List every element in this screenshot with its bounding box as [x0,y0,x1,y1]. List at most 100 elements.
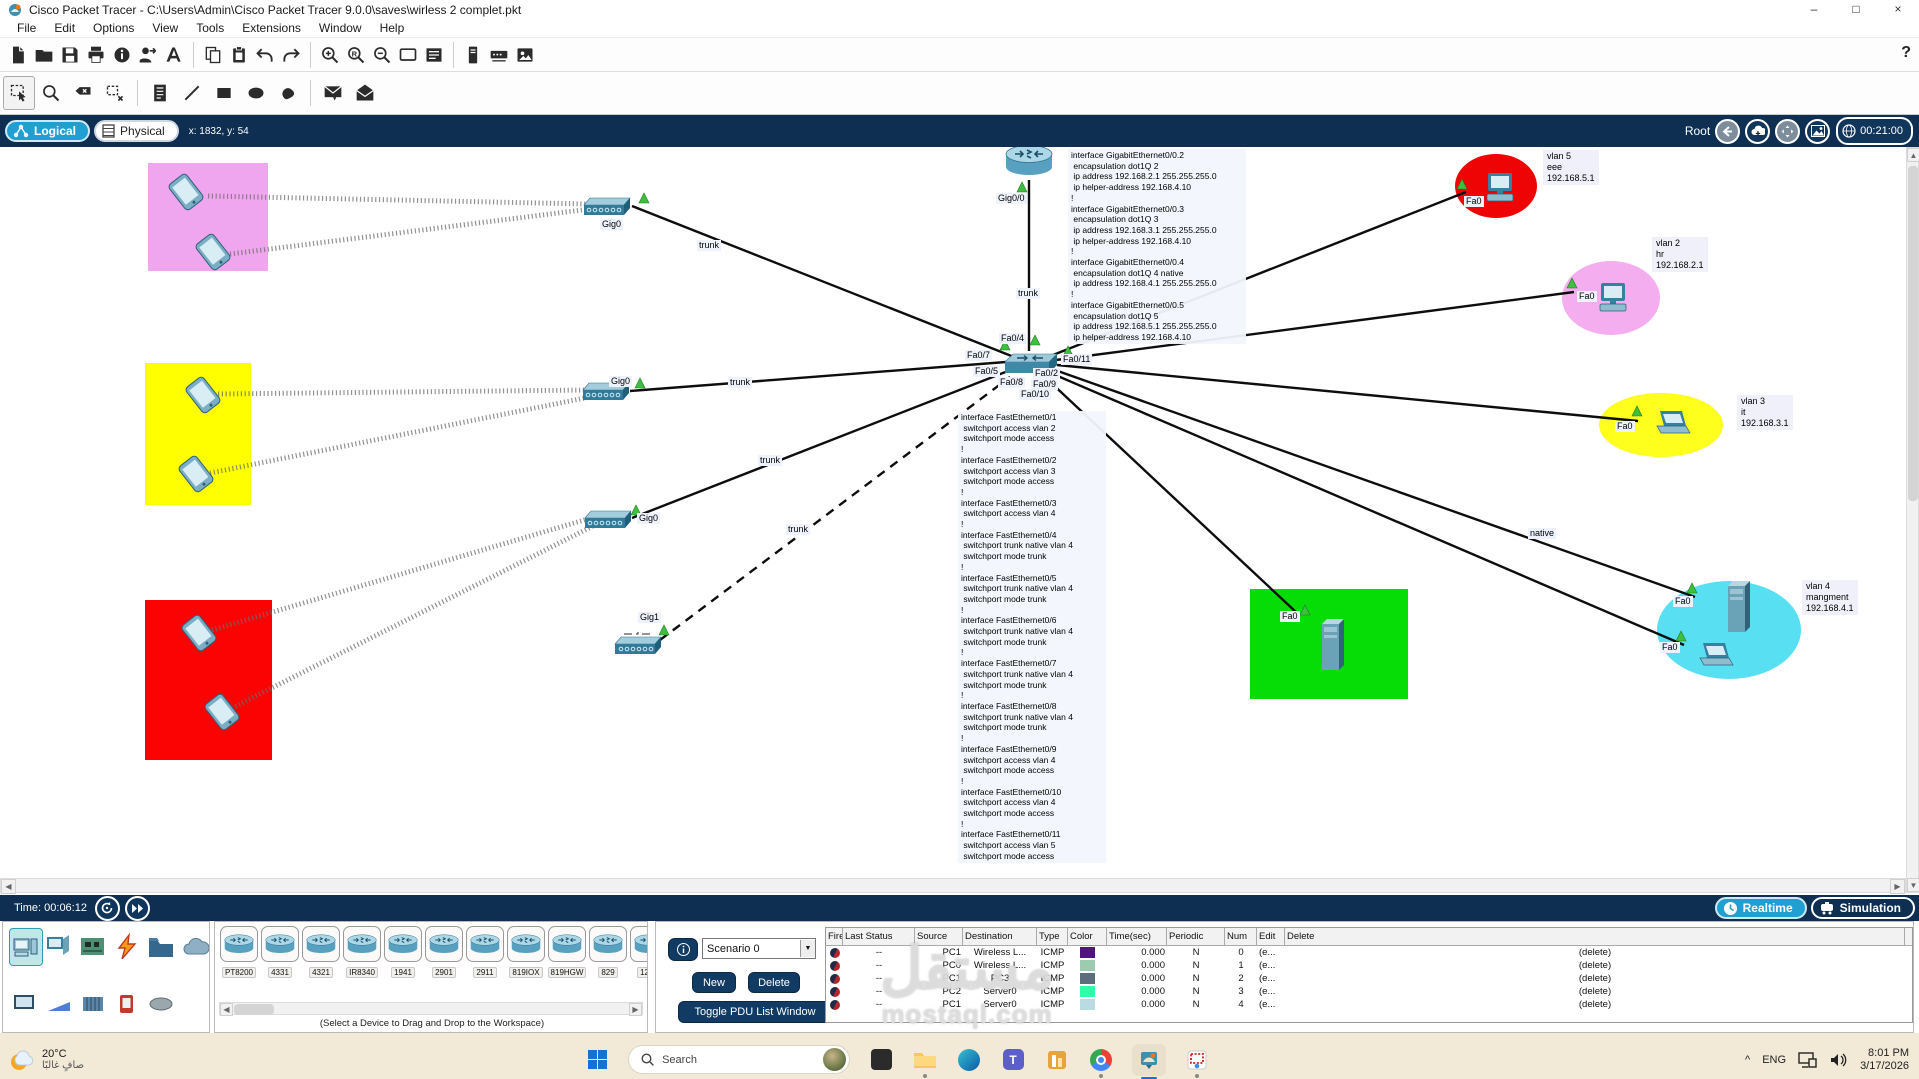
taskbar-app-terminal[interactable] [868,1047,894,1073]
ethernet-link[interactable] [629,360,1007,393]
image-capture-button[interactable] [512,42,538,68]
scenario-dropdown[interactable]: Scenario 0 ▼ [702,938,816,959]
menu-extensions[interactable]: Extensions [242,21,301,35]
draw-ellipse-button[interactable] [240,76,272,110]
toggle-pdu-list-button[interactable]: Toggle PDU List Window [678,1001,832,1023]
palette-device-1240[interactable]: 1240 [629,926,647,980]
taskbar-app-snipping[interactable] [1184,1047,1210,1078]
pdu-delete-link[interactable]: (delete) [1578,973,1612,984]
set-background-button[interactable] [1805,118,1831,144]
fire-icon[interactable] [829,986,840,997]
menu-help[interactable]: Help [379,21,405,35]
category-computers[interactable] [43,928,75,964]
subcategory-hub[interactable] [145,986,177,1022]
search-daily-image[interactable] [823,1048,847,1071]
ethernet-link[interactable] [1054,368,1696,599]
wireless-link[interactable] [230,521,599,711]
router-config-note[interactable]: interface GigabitEthernet0/0.2 encapsula… [1068,149,1246,344]
minimize-button[interactable]: – [1810,2,1818,16]
ethernet-link[interactable] [631,369,1009,520]
taskbar-search[interactable]: Search [628,1045,851,1074]
device-router[interactable] [1005,147,1053,176]
inspect-button[interactable] [35,76,67,110]
pdu-col-destination[interactable]: Destination [963,928,1037,945]
switch-config-note[interactable]: interface FastEthernet0/1 switchport acc… [958,411,1106,863]
add-complex-pdu-button[interactable] [349,76,381,110]
delete-scenario-button[interactable]: Delete [748,972,800,993]
fast-forward-button[interactable] [124,895,150,921]
pdu-col-delete[interactable]: Delete [1285,928,1905,945]
zoom-in-button[interactable] [317,42,343,68]
start-button[interactable] [584,1047,610,1073]
taskbar-app-chrome[interactable] [1088,1047,1114,1078]
palette-device-4321[interactable]: 4321 [301,926,341,980]
subcategory-red-device[interactable] [111,986,143,1022]
menu-file[interactable]: File [17,21,37,35]
pdu-cell[interactable]: (e... [1259,986,1276,997]
new-cluster-button[interactable] [1745,118,1771,144]
palette-scrollbar[interactable]: ◀ ▶ [219,1002,643,1016]
fire-icon[interactable] [829,999,840,1010]
fire-icon[interactable] [829,973,840,984]
scroll-up-icon[interactable]: ▲ [1907,148,1919,162]
vlan-zone-rect[interactable] [148,163,268,271]
vlan-zone-rect[interactable] [145,363,251,505]
palette-device-PT8200[interactable]: PT8200 [219,926,259,980]
category-power-grid[interactable] [111,928,143,964]
tab-realtime[interactable]: Realtime [1714,897,1807,919]
palette-scroll-thumb[interactable] [234,1004,274,1015]
tab-logical[interactable]: Logical [5,120,91,142]
scroll-right-icon[interactable]: ▶ [1890,879,1905,894]
ethernet-link[interactable] [1056,363,1639,423]
pdu-delete-link[interactable]: (delete) [1578,986,1612,997]
pdu-col-type[interactable]: Type [1037,928,1068,945]
pdu-delete-link[interactable]: (delete) [1578,960,1612,971]
subcategory-screen[interactable] [9,986,41,1022]
fire-icon[interactable] [829,947,840,958]
draw-freeform-button[interactable] [272,76,304,110]
open-file-button[interactable] [31,42,57,68]
scroll-left-icon[interactable]: ◀ [1,879,16,894]
save-button[interactable] [57,42,83,68]
category-cloud[interactable] [179,928,211,964]
vlan-zone-ellipse[interactable] [1455,154,1537,218]
device-access-point[interactable] [584,510,632,529]
move-object-button[interactable] [1775,118,1801,144]
cable-device-button[interactable] [486,42,512,68]
menu-edit[interactable]: Edit [54,21,76,35]
palette-device-IR8340[interactable]: IR8340 [342,926,382,980]
canvas-hscrollbar[interactable]: ◀ ▶ [0,878,1906,894]
pdu-col-timesec[interactable]: Time(sec) [1107,928,1167,945]
taskbar-app-edge[interactable] [956,1047,982,1073]
pdu-cell[interactable]: (e... [1259,947,1276,958]
menu-view[interactable]: View [152,21,179,35]
tray-language[interactable]: ENG [1762,1053,1787,1066]
taskbar-app-packet-tracer[interactable] [1132,1043,1167,1079]
ethernet-link[interactable] [631,204,1015,359]
palette-device-4331[interactable]: 4331 [260,926,300,980]
device-access-point[interactable] [583,197,631,216]
wireless-link[interactable] [229,206,591,257]
help-shortcut[interactable]: ? [1901,44,1911,61]
activity-wizard-button[interactable] [135,42,161,68]
pdu-col-periodic[interactable]: Periodic [1167,928,1225,945]
select-button[interactable] [3,76,35,110]
wireless-link[interactable] [209,394,591,476]
tab-simulation[interactable]: Simulation [1810,897,1915,919]
print-button[interactable] [83,42,109,68]
close-button[interactable]: × [1894,2,1902,16]
redo-button[interactable] [278,42,304,68]
subcategory-wedge[interactable] [43,986,75,1022]
copy-button[interactable] [200,42,226,68]
volume-icon[interactable] [1830,1052,1848,1068]
vlan-zone-rect[interactable] [1250,589,1408,699]
viewport-clock[interactable]: 00:21:00 [1836,117,1913,145]
pdu-col-laststatus[interactable]: Last Status [843,928,915,945]
network-cast-icon[interactable] [1798,1051,1818,1068]
vlan-zone-rect[interactable] [145,600,272,760]
wireless-link[interactable] [217,387,587,397]
custom-device-button[interactable] [460,42,486,68]
category-components[interactable] [77,928,109,964]
